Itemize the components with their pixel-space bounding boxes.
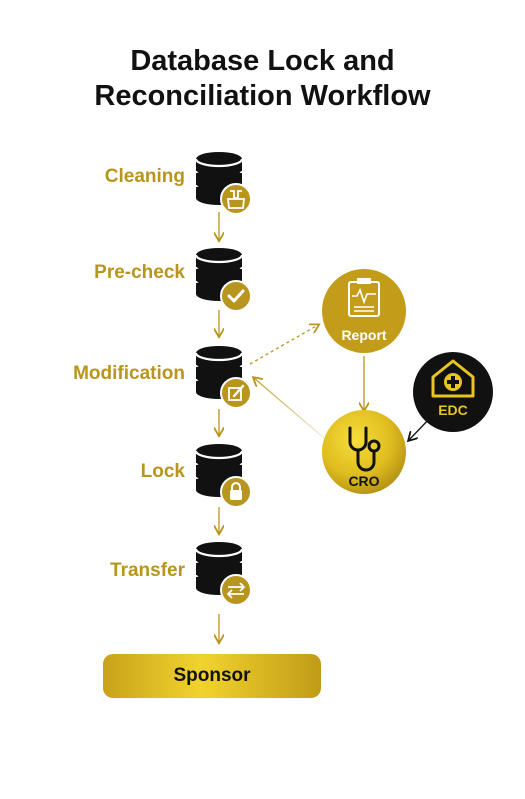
step-label-cleaning: Cleaning xyxy=(104,166,185,187)
step-label-modification: Modification xyxy=(73,363,185,384)
step-label-lock: Lock xyxy=(140,461,185,482)
checkmark-icon xyxy=(220,280,252,312)
broom-icon xyxy=(220,183,252,215)
step-label-transfer: Transfer xyxy=(110,560,185,581)
report-label: Report xyxy=(341,327,387,343)
edc-node xyxy=(413,352,493,432)
page-title: Database Lock and Reconciliation Workflo… xyxy=(0,44,525,114)
clipboard-heart-icon xyxy=(348,278,380,317)
edc-label: EDC xyxy=(438,402,468,418)
arrow-modification-to-report xyxy=(249,325,318,365)
sponsor-label: Sponsor xyxy=(173,665,251,686)
step-label-precheck: Pre-check xyxy=(94,262,185,283)
cro-node xyxy=(322,410,406,494)
edit-icon xyxy=(220,377,252,409)
title-line-2: Reconciliation Workflow xyxy=(94,80,431,112)
transfer-arrows-icon xyxy=(220,574,252,606)
stethoscope-icon xyxy=(348,426,381,472)
sponsor-box: Sponsor xyxy=(103,654,321,698)
cro-label: CRO xyxy=(348,473,380,489)
hospital-house-icon xyxy=(431,359,475,398)
report-node xyxy=(322,269,406,353)
arrow-cro-to-modification xyxy=(254,378,325,439)
title-line-1: Database Lock and xyxy=(130,45,395,77)
lock-icon xyxy=(220,476,252,508)
